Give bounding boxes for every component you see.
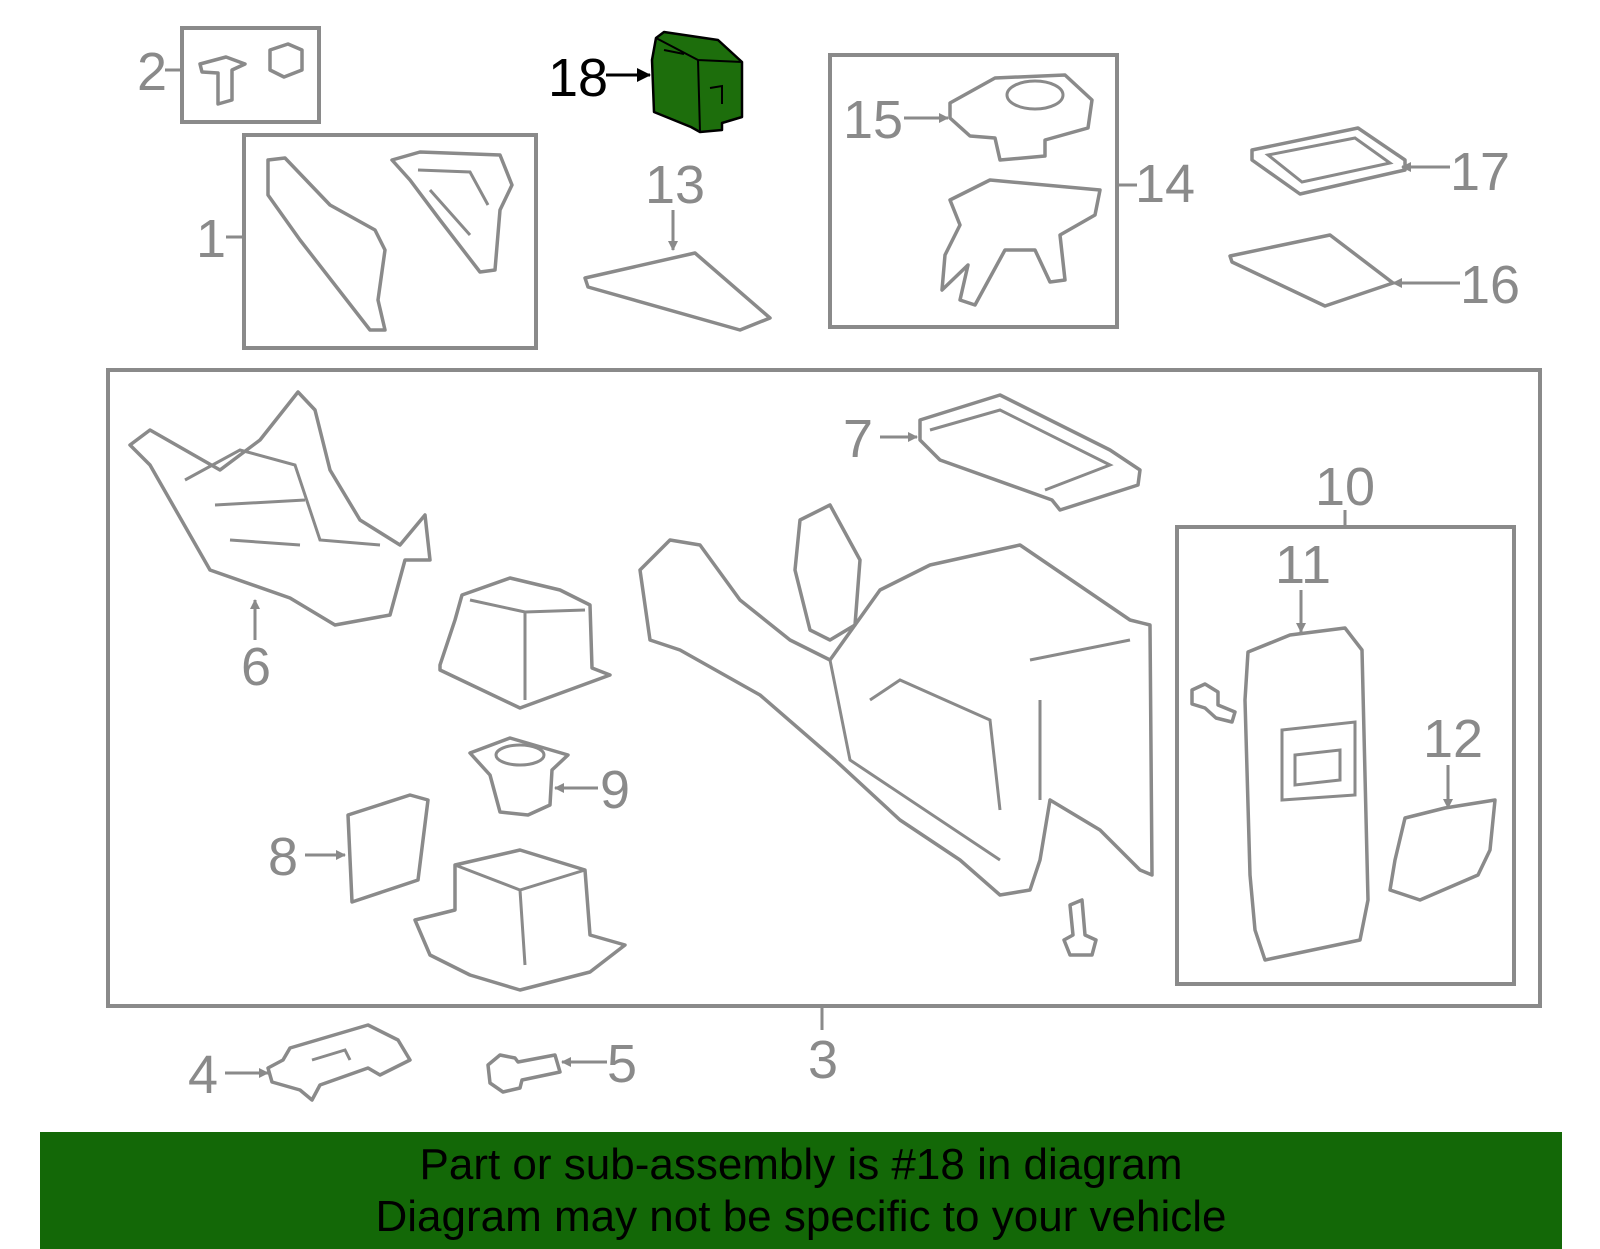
callout-2: 2 (137, 42, 167, 102)
part-3-group: 3 6 9 8 7 10 11 (106, 368, 1542, 1090)
part-8-plate (346, 793, 430, 904)
console-upright (793, 503, 862, 642)
callout-7: 7 (843, 409, 873, 469)
part-4-bracket (266, 1023, 412, 1102)
callout-4: 4 (188, 1045, 218, 1105)
banner-line-1: Part or sub-assembly is #18 in diagram (419, 1140, 1183, 1189)
banner-line-2: Diagram may not be specific to your vehi… (375, 1192, 1227, 1241)
part-1-group: 1 (196, 133, 538, 350)
callout-6: 6 (241, 637, 271, 697)
callout-12: 12 (1423, 709, 1483, 769)
part-3-frame (106, 368, 1542, 1008)
part-2-group: 2 (137, 26, 321, 124)
part-14-holder (940, 178, 1102, 307)
part-16-mat (1228, 233, 1395, 308)
part-11-rear-panel (1243, 626, 1370, 962)
part-10-bolt (1190, 682, 1237, 724)
callout-15: 15 (843, 90, 903, 150)
part-14-group: 14 15 (828, 53, 1195, 329)
part-16-17-group: 17 16 (1228, 126, 1520, 315)
part-1-left-panel (266, 156, 387, 332)
callout-11: 11 (1275, 535, 1331, 595)
part-18-highlighted[interactable] (650, 30, 744, 134)
lower-bin (413, 848, 627, 992)
callout-8: 8 (268, 827, 298, 887)
part-7-lid (918, 393, 1142, 512)
part-13-pad (583, 251, 772, 332)
part-5-group: 5 (486, 1034, 637, 1094)
callout-3: 3 (808, 1030, 838, 1090)
part-2-nut (268, 42, 304, 79)
callout-16: 16 (1460, 255, 1520, 315)
callout-17: 17 (1450, 142, 1510, 202)
part-6-front-bracket (128, 390, 432, 627)
console-bolt (1062, 898, 1098, 957)
part-1-frame (242, 133, 538, 350)
console-body (638, 538, 1154, 897)
callout-9: 9 (600, 760, 630, 820)
part-14-frame (828, 53, 1119, 329)
part-5-bolt (486, 1053, 562, 1094)
part-4-group: 4 (188, 1023, 412, 1105)
callout-13: 13 (645, 155, 705, 215)
callout-5: 5 (607, 1034, 637, 1094)
part-13-group: 13 (583, 155, 772, 332)
callout-1: 1 (196, 209, 226, 269)
callout-14: 14 (1135, 154, 1195, 214)
callout-18: 18 (548, 48, 608, 108)
part-1-right-panel (390, 150, 514, 274)
callout-10: 10 (1315, 457, 1375, 517)
part-2-clip (198, 55, 247, 106)
part-2-frame (180, 26, 321, 124)
info-banner: Part or sub-assembly is #18 in diagram D… (40, 1132, 1562, 1249)
part-12-switch (1388, 798, 1497, 902)
part-18-group[interactable]: 18 (548, 30, 744, 134)
